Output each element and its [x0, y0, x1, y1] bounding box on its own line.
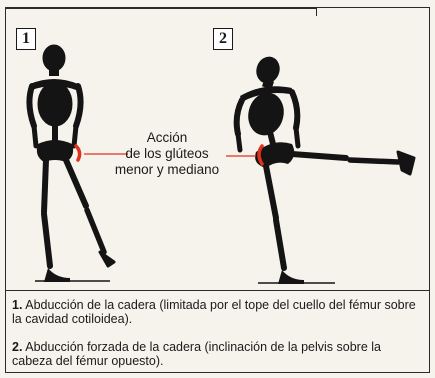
- label-line-3: menor y mediano: [112, 162, 222, 178]
- skeleton-1: [29, 45, 114, 282]
- caption-1-text: Abducción de la cadera (limitada por el …: [12, 298, 416, 326]
- caption-divider: [5, 290, 430, 291]
- caption-2-text: Abducción forzada de la cadera (inclinac…: [12, 340, 381, 368]
- skeleton-2: [237, 54, 414, 284]
- label-line-1: Acción: [122, 130, 212, 146]
- caption-2-number: 2.: [12, 340, 22, 354]
- label-line-2: de los glúteos: [112, 146, 222, 162]
- caption-1-number: 1.: [12, 298, 22, 312]
- caption-1: 1. Abducción de la cadera (limitada por …: [12, 298, 424, 326]
- panel-number-2: 2: [213, 28, 233, 50]
- panel-number-1: 1: [16, 28, 36, 50]
- caption-2: 2. Abducción forzada de la cadera (incli…: [12, 340, 424, 368]
- gluteus-highlight-1: [76, 146, 80, 160]
